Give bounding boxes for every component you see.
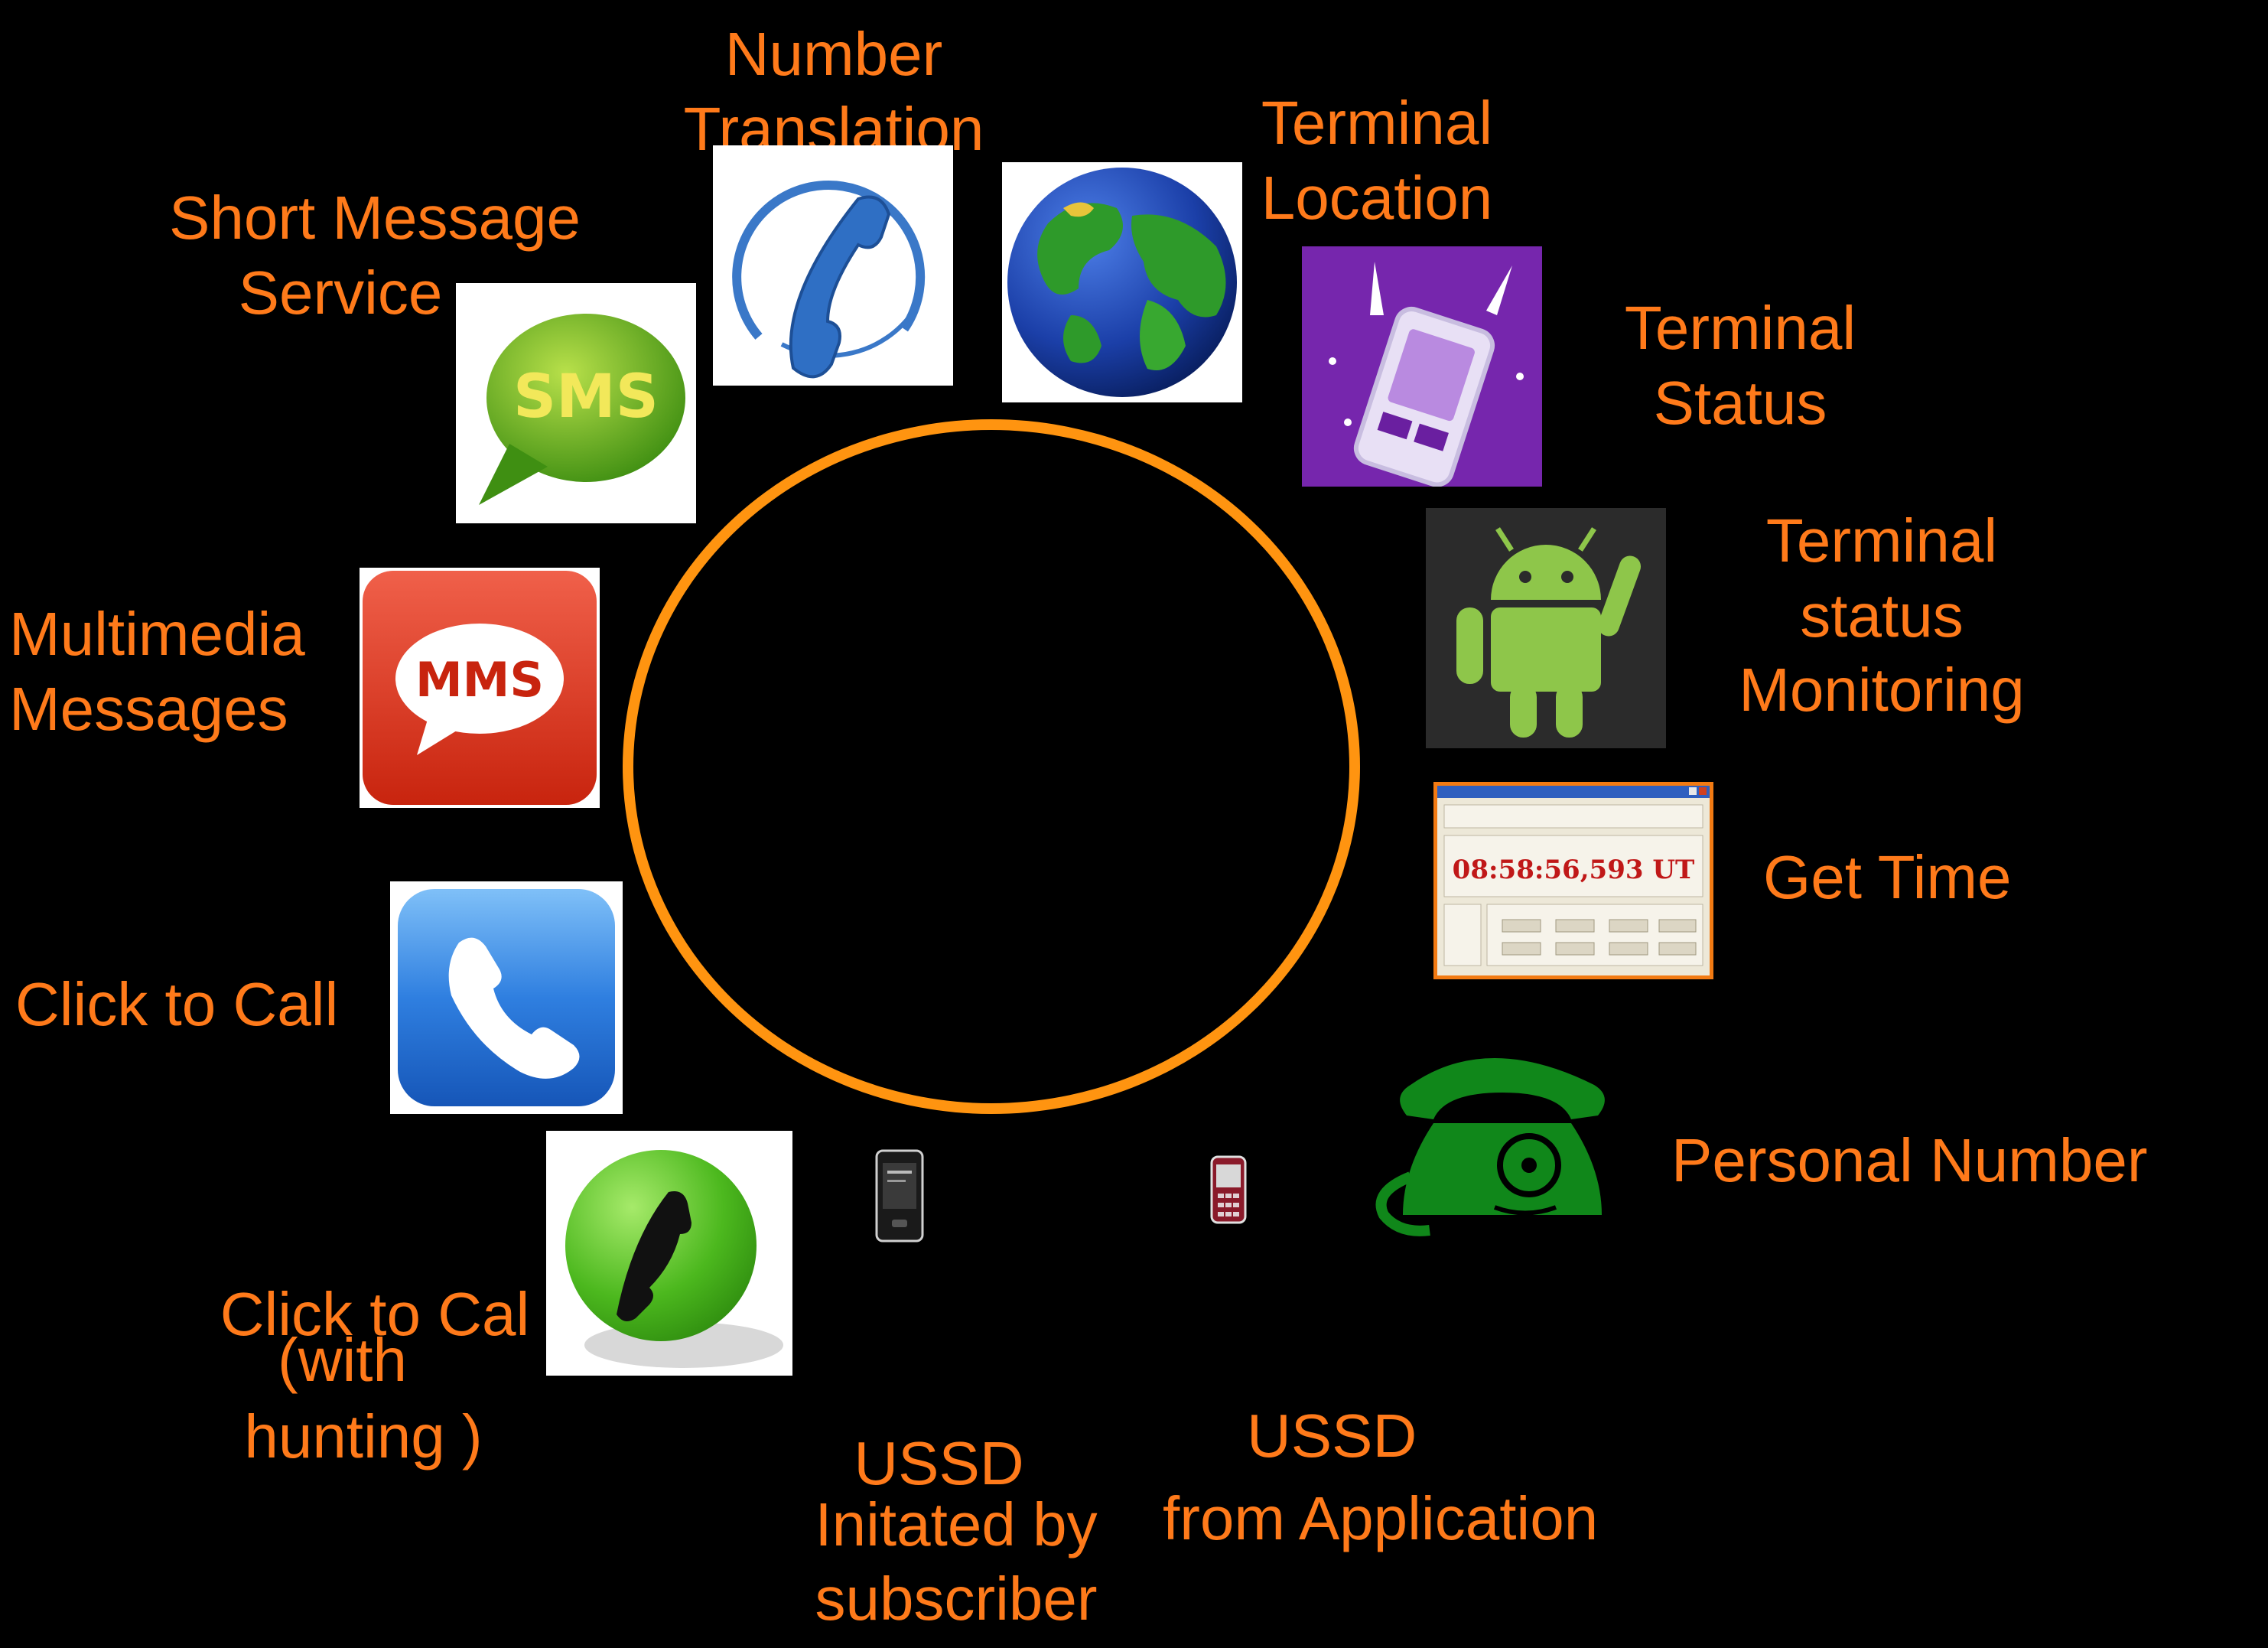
label-click-to-call: Click to Call [15, 970, 339, 1038]
mms-message-icon: MMS [360, 568, 600, 808]
phone-alert-icon [1302, 246, 1542, 487]
rotary-phone-icon [1375, 1058, 1605, 1236]
label-get-time: Get Time [1763, 843, 2012, 911]
blue-phone-button-icon [390, 881, 623, 1114]
svg-text:MMS: MMS [415, 652, 544, 708]
green-phone-button-icon [546, 1131, 792, 1376]
center-ring [623, 419, 1360, 1114]
clock-window-icon: 08:58:56,593 UT [1433, 782, 1713, 979]
svg-text:SMS: SMS [513, 363, 659, 432]
red-mobile-phone-icon [1210, 1155, 1247, 1224]
globe-icon [1002, 162, 1242, 402]
android-robot-icon [1426, 508, 1666, 748]
sms-bubble-icon: SMS [456, 283, 696, 523]
svg-text:08:58:56,593 UT: 08:58:56,593 UT [1453, 855, 1695, 885]
phone-circle-icon [713, 145, 953, 386]
label-personal-number: Personal Number [1671, 1126, 2148, 1194]
mobile-phone-icon [875, 1149, 924, 1243]
